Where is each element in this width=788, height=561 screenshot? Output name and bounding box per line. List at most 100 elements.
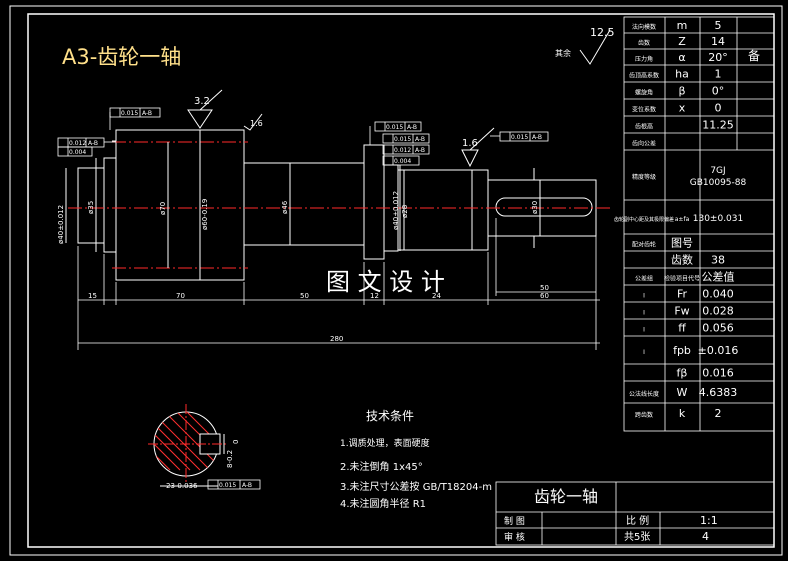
section-tol-val: 0.015: [219, 482, 236, 489]
dim-dia-r1: ø40±0.012: [392, 191, 400, 230]
param-symbol: Z: [678, 35, 686, 48]
tol-3-val: 0.004: [69, 149, 86, 156]
diameter-dims: [65, 130, 541, 280]
param-side-note: 备: [748, 49, 760, 63]
roughness-r2: 1.6: [250, 119, 263, 128]
param-label: 齿向公差: [632, 140, 656, 148]
tb-scale-value: 1:1: [700, 514, 718, 527]
tol-1-ref: A-B: [142, 110, 152, 117]
dim-dia-key: ø30: [531, 201, 539, 214]
dim-dia-big: ø60-0.19: [201, 199, 209, 230]
dim-dia-70: ø70: [159, 202, 167, 215]
section-dim-b: 8-0.2: [226, 450, 234, 468]
dim-15: 15: [88, 292, 97, 300]
param-value: 0.040: [702, 288, 734, 301]
section-view: 23-0.036 8-0.2 0 0.015 A-B: [148, 404, 261, 490]
roughness-general-value: 12.5: [590, 26, 615, 39]
tol-7-val: 0.004: [394, 158, 411, 165]
length-labels: 15 70 50 12 24 60 50 280: [88, 284, 549, 343]
tech-item-2: 2.未注倒角 1x45°: [340, 460, 423, 473]
tol-4-val: 0.015: [386, 124, 403, 131]
param-value: 2: [715, 407, 722, 420]
title-block-texts: 齿轮一轴 制 图 审 核 比 例 1:1 共5张 4: [504, 487, 718, 543]
param-symbol: k: [679, 407, 686, 420]
roughness-marks: [187, 89, 495, 168]
param-label: I: [643, 293, 645, 300]
param-value: GB10095-88: [690, 178, 747, 188]
param-table: [623, 16, 775, 432]
param-value: 20°: [708, 51, 728, 64]
param-symbol: W: [677, 386, 688, 399]
dim-50a: 50: [300, 292, 309, 300]
dim-280: 280: [330, 335, 343, 343]
param-symbol: α: [678, 51, 685, 64]
watermark: 图 文 设 计: [326, 268, 445, 296]
param-value: 公差值: [702, 270, 735, 284]
param-value: 0: [715, 102, 722, 115]
dim-dia-r2: ø28: [401, 205, 409, 218]
dim-dia-left2: ø35: [87, 201, 95, 214]
param-label: 精度等级: [632, 173, 656, 181]
title-block: [495, 481, 775, 546]
tech-item-3: 3.未注尺寸公差按 GB/T18204-m: [340, 480, 492, 493]
roughness-general: 12.5 其余: [555, 26, 615, 65]
param-value: 0.028: [702, 305, 734, 318]
tol-6-ref: A-B: [415, 147, 425, 154]
param-value: 1: [715, 68, 722, 81]
param-value: 14: [711, 35, 725, 48]
param-label: 跨齿数: [635, 411, 653, 419]
tol-8-ref: A-B: [532, 134, 542, 141]
tol-8-val: 0.015: [511, 134, 528, 141]
param-symbol: x: [679, 102, 686, 115]
param-label: 压力角: [635, 55, 653, 63]
param-label: 法向模数: [632, 23, 656, 31]
param-value: 0°: [712, 85, 725, 98]
section-tol-ref: A-B: [242, 482, 252, 489]
param-label: 齿顶高系数: [629, 72, 659, 80]
outer-border: [9, 5, 783, 556]
dim-dia-mid: ø46: [281, 200, 289, 214]
tb-name: 齿轮一轴: [534, 487, 598, 506]
key-dims: [533, 168, 544, 248]
dim-60: 60: [540, 292, 549, 300]
roughness-values: 3.2 1.6 1.6: [194, 96, 478, 149]
tol-1-val: 0.015: [121, 110, 138, 117]
diameter-labels: ø40±0.012 ø35 ø70 ø60-0.19 ø46 ø40±0.012…: [57, 191, 539, 244]
roughness-r1: 3.2: [194, 96, 210, 107]
tb-drawn: 制 图: [504, 515, 525, 527]
dim-50b: 50: [540, 284, 549, 292]
param-value: 11.25: [702, 119, 734, 132]
param-label: 公差组: [635, 275, 653, 283]
param-symbol: 检验项目代号: [664, 275, 700, 283]
dim-dia-left: ø40±0.012: [57, 205, 65, 244]
param-label: I: [643, 327, 645, 334]
tech-requirements: 技术条件 1.调质处理，表面硬度 2.未注倒角 1x45° 3.未注尺寸公差按 …: [340, 409, 492, 510]
tech-heading: 技术条件: [366, 409, 414, 423]
param-label: 配对齿轮: [632, 241, 656, 249]
tb-scale-label: 比 例: [626, 514, 649, 527]
drawing-title: A3-齿轮一轴: [62, 45, 181, 69]
section-dim-a: 23-0.036: [166, 482, 198, 490]
shaft-outline: [77, 129, 597, 281]
param-value: 130±0.031: [693, 214, 743, 224]
param-label: 齿数: [638, 39, 650, 47]
tech-item-1: 1.调质处理，表面硬度: [340, 437, 430, 449]
param-value: ±0.016: [698, 344, 739, 357]
param-symbol: 齿数: [671, 254, 693, 267]
param-value: 4.6383: [699, 386, 738, 399]
param-value: 5: [715, 19, 722, 32]
param-label: 齿根高: [635, 123, 653, 131]
param-symbol: Fw: [674, 305, 689, 318]
roughness-r3: 1.6: [462, 138, 478, 149]
tolerance-frames: [57, 107, 549, 166]
param-label: 齿轮副中心距及其极限偏差: [614, 216, 674, 223]
roughness-general-note: 其余: [555, 48, 571, 58]
param-symbol: Fr: [677, 288, 688, 301]
param-symbol: m: [677, 19, 688, 32]
param-symbol: β: [678, 85, 685, 98]
param-value: 0.016: [702, 367, 734, 380]
param-symbol: ff: [678, 322, 686, 335]
section-dim-c: 0: [232, 440, 240, 444]
